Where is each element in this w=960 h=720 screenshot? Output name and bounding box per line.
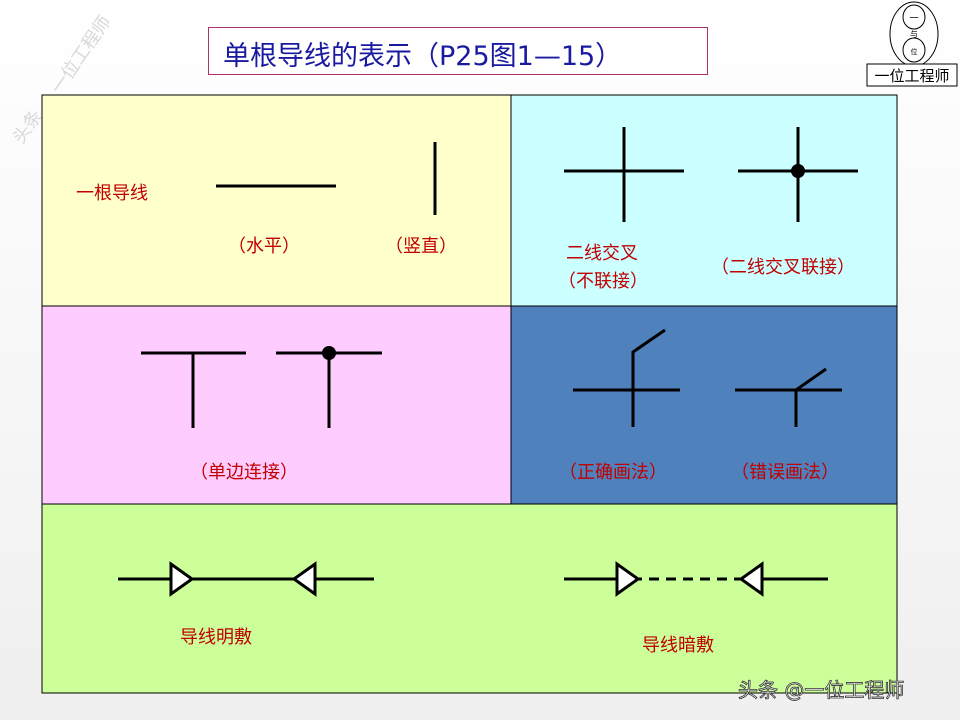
arrow-left-icon: [738, 561, 764, 597]
title-box: 单根导线的表示（P25图1—15）: [208, 27, 708, 75]
label-cross-connect: （二线交叉联接）: [711, 257, 855, 278]
logo: 一 与 位 一位工程师: [866, 1, 958, 87]
panel-drawing: [511, 306, 897, 504]
label-cross-no-connect-1: 二线交叉: [566, 243, 638, 264]
correct-branch: [631, 328, 666, 427]
svg-text:一: 一: [909, 14, 918, 24]
bottom-watermark: 头条 @一位工程师: [738, 678, 904, 702]
label-correct: （正确画法）: [559, 462, 667, 483]
page-title: 单根导线的表示（P25图1—15）: [223, 41, 623, 72]
panel-laying: [42, 504, 897, 693]
arrow-left-icon: [291, 561, 317, 597]
label-concealed: 导线暗敷: [642, 635, 714, 656]
label-tee: （单边连接）: [190, 462, 298, 483]
label-single-wire: 一根导线: [76, 183, 148, 204]
wrong-branch: [794, 367, 827, 427]
junction-dot: [791, 164, 805, 178]
label-horizontal: （水平）: [228, 236, 300, 257]
label-vertical: （竖直）: [385, 236, 457, 257]
svg-text:与: 与: [910, 30, 918, 39]
svg-text:位: 位: [911, 47, 918, 56]
logo-text: 一位工程师: [874, 67, 949, 85]
side-watermark: 一位工程师: [47, 12, 116, 98]
corner-watermark: 头条: [9, 106, 47, 148]
junction-dot: [322, 346, 336, 360]
label-wrong: （错误画法）: [731, 462, 839, 483]
label-exposed: 导线明敷: [180, 627, 252, 648]
panel-tee: [42, 306, 511, 504]
panel-single-wire: [42, 95, 511, 306]
arrow-right-icon: [169, 561, 195, 597]
panel-crossing: [511, 95, 897, 306]
arrow-right-icon: [615, 561, 641, 597]
label-cross-no-connect-2: （不联接）: [558, 271, 648, 292]
